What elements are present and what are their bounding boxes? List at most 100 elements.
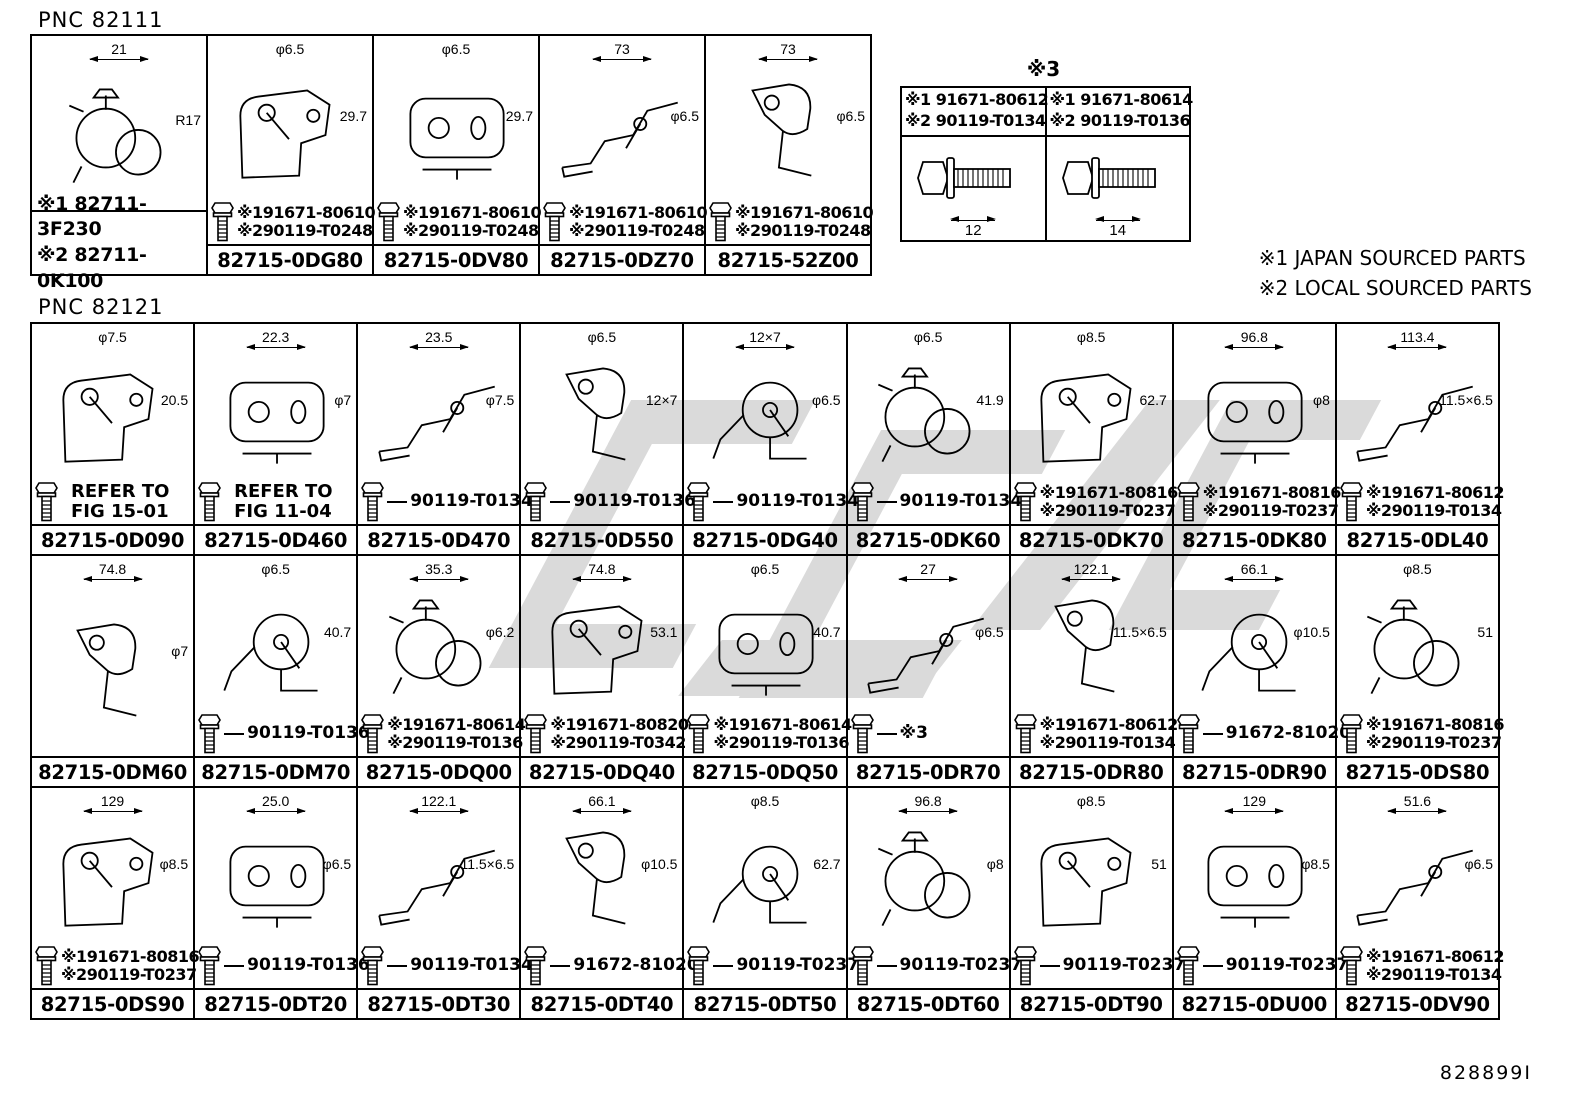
- dimension-label: 96.8: [1224, 329, 1285, 350]
- pnc-82121-heading: PNC 82121: [38, 295, 164, 319]
- dimension-label: 11.5×6.5: [460, 856, 514, 872]
- fastener-info: ※191671-80610※290119-T0248: [706, 201, 874, 244]
- fastener-part-number: 90119-T0136: [247, 723, 370, 744]
- bolt-spec-part-numbers: ※1 91671-80612※2 90119-T0134: [902, 88, 1049, 137]
- part-number: 82715-0DQ00: [358, 756, 520, 786]
- fastener-info: ※191671-80816※290119-T0237: [1011, 481, 1179, 524]
- bolt-icon: [1339, 714, 1363, 754]
- part-drawing: 96.8 φ8: [1174, 324, 1335, 481]
- fastener-lines: ※191671-80610※290119-T0248: [569, 203, 708, 240]
- fastener-part-number: 90119-T0134: [736, 491, 860, 512]
- dimension-value: 66.1: [588, 793, 616, 809]
- part-number: 82715-0DQ50: [684, 756, 846, 786]
- fastener-info: 90119-T0237: [1174, 945, 1349, 988]
- fastener-lines: 90119-T0136: [247, 956, 370, 975]
- fastener-info: 91672-81020: [1174, 713, 1351, 756]
- fastener-part-number: ※290119-T0237: [1202, 501, 1339, 520]
- fastener-lines: ※191671-80820※290119-T0342: [550, 716, 689, 752]
- dimension-label: φ8.5: [1301, 856, 1330, 872]
- dimension-label: 66.1: [571, 793, 632, 814]
- bolt-icon: [1339, 482, 1363, 522]
- fastener-lines: ※3: [900, 724, 928, 743]
- part-number: ※1 82711-3F230※2 82711-0K100: [32, 193, 206, 292]
- leader-line: [876, 501, 897, 503]
- bolt-icon: [1176, 946, 1200, 986]
- fastener-part-number: ※290119-T0134: [1039, 733, 1176, 752]
- dimension-label: φ6.5: [751, 561, 780, 577]
- dimension-value: 74.8: [588, 561, 616, 577]
- fastener-info: ※191671-80612※290119-T0134: [1337, 945, 1505, 988]
- bolt-icon: [850, 482, 874, 522]
- fastener-part-number: ※290119-T0237: [1039, 501, 1176, 520]
- fastener-lines: 90119-T0237: [1225, 955, 1349, 976]
- dimension-label: 51: [1151, 856, 1167, 873]
- fastener-lines: ※191671-80816※290119-T0237: [1039, 484, 1179, 520]
- dimension-label: φ6.5: [975, 624, 1004, 640]
- dimension-arrow: [1224, 807, 1285, 814]
- bolt-icon: [35, 482, 58, 522]
- dimension-label: 41.9: [976, 392, 1003, 408]
- dimension-value: φ7.5: [485, 392, 515, 409]
- bracket-sketch: [878, 831, 971, 926]
- dimension-value: φ8: [1313, 392, 1330, 409]
- fastener-part-number: ※191671-80610: [403, 203, 542, 223]
- dimension-arrow: [408, 575, 469, 582]
- fastener-part-number: 90119-T0237: [736, 955, 860, 976]
- dimension-label: 74.8: [82, 561, 143, 582]
- fastener-info: ※191671-80610※290119-T0248: [540, 201, 708, 244]
- fastener-info: 90119-T0237: [848, 945, 1022, 988]
- part-number: 82715-0D470: [358, 524, 520, 554]
- fastener-part-number: ※191671-80614: [713, 715, 852, 735]
- dimension-label: 40.7: [813, 624, 840, 640]
- leader-line: [876, 733, 897, 735]
- bolt-icon: [211, 202, 234, 242]
- bracket-sketch: [1201, 613, 1296, 692]
- bracket-sketch: [712, 381, 807, 460]
- dimension-arrow: [1224, 343, 1285, 350]
- fastener-part-number: ※290119-T0134: [1365, 501, 1502, 520]
- fastener-part-number: 90119-T0237: [1062, 955, 1186, 976]
- fastener-part-number: 90119-T0237: [1225, 955, 1349, 976]
- dimension-label: 122.1: [1061, 561, 1122, 582]
- dimension-label: 29.7: [339, 107, 367, 124]
- fastener-part-number: ※191671-80610: [569, 203, 708, 223]
- fastener-info: ※191671-80610※290119-T0248: [374, 201, 542, 244]
- bracket-sketch: [388, 599, 482, 694]
- bracket-sketch: [223, 613, 318, 692]
- fastener-part-number: ※290119-T0248: [237, 221, 373, 240]
- fastener-lines: ※191671-80816※290119-T0237: [1366, 716, 1505, 752]
- part-number: 82715-0D550: [521, 524, 683, 554]
- dimension-label: 96.8: [898, 793, 959, 814]
- dimension-value: φ8.5: [159, 856, 189, 873]
- fastener-lines: ※191671-80612※290119-T0134: [1366, 948, 1505, 984]
- bracket-sketch: [1207, 381, 1303, 464]
- dimension-value: φ8.5: [1403, 561, 1432, 577]
- bracket-sketch: [551, 605, 643, 695]
- leader-line: [713, 965, 734, 967]
- part-number: 82715-0DK70: [1010, 524, 1172, 554]
- legend-japan-sourced: ※1 JAPAN SOURCED PARTS: [1258, 246, 1526, 270]
- dimension-value: 29.7: [339, 107, 367, 124]
- dimension-value: φ6.5: [587, 329, 617, 345]
- dimension-value: 51: [1151, 856, 1167, 873]
- fastener-info: 90119-T0136: [195, 713, 370, 756]
- bolt-icon: [850, 946, 874, 986]
- dimension-label: φ6.5: [670, 108, 699, 124]
- dimension-arrow: [1094, 216, 1141, 223]
